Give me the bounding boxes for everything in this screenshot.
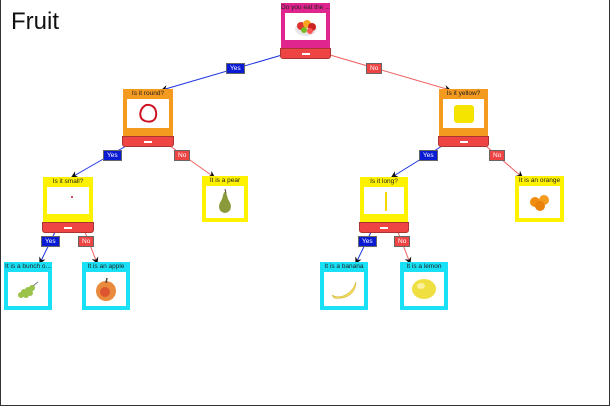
node-orange[interactable]: It is an orange xyxy=(515,176,564,222)
node-label: Is it long? xyxy=(370,178,398,185)
edge-label-no: No xyxy=(366,63,383,74)
pear-icon xyxy=(206,186,244,218)
collapse-button[interactable] xyxy=(280,48,331,59)
banana-icon xyxy=(324,272,364,306)
node-round[interactable]: Is it round? xyxy=(122,89,174,147)
yellow-line-drawing-icon xyxy=(364,187,404,214)
red-circle-drawing-icon xyxy=(127,99,169,128)
edge-label-no: No xyxy=(489,150,506,161)
edge-label-yes: Yes xyxy=(226,63,245,74)
collapse-button[interactable] xyxy=(359,222,409,233)
node-label: Do you eat the ... xyxy=(281,4,330,11)
edge-label-no: No xyxy=(394,236,411,247)
edge-label-no: No xyxy=(174,150,191,161)
collapse-button[interactable] xyxy=(122,136,174,147)
edge-label-yes: Yes xyxy=(41,236,60,247)
collapse-button[interactable] xyxy=(42,222,94,233)
node-yellow[interactable]: Is it yellow? xyxy=(438,89,489,147)
node-grapes[interactable]: It is a bunch o... xyxy=(4,262,52,310)
grapes-icon xyxy=(8,272,48,306)
edge-label-no: No xyxy=(78,236,95,247)
node-apple[interactable]: It is an apple xyxy=(82,262,130,310)
node-label: It is a lemon xyxy=(406,263,442,270)
edge-root-yellow xyxy=(329,54,452,92)
edge-label-yes: Yes xyxy=(419,150,438,161)
node-long[interactable]: Is it long? xyxy=(359,177,409,233)
edge-label-yes: Yes xyxy=(103,150,122,161)
apple-icon xyxy=(86,272,126,306)
node-small[interactable]: Is it small? xyxy=(42,177,94,233)
edge-root-round xyxy=(160,54,283,92)
node-root[interactable]: Do you eat the ... xyxy=(280,3,331,59)
small-red-dot-drawing-icon xyxy=(47,187,89,214)
node-label: It is an apple xyxy=(87,263,125,270)
node-label: It is a bunch o... xyxy=(5,263,51,270)
collapse-button[interactable] xyxy=(438,136,489,147)
node-label: It is a banana xyxy=(324,263,364,270)
edge-label-yes: Yes xyxy=(358,236,377,247)
yellow-scribble-drawing-icon xyxy=(443,99,484,128)
oranges-icon xyxy=(519,186,560,218)
diagram-title: Fruit xyxy=(11,8,59,35)
node-banana[interactable]: It is a banana xyxy=(320,262,368,310)
node-label: Is it round? xyxy=(131,90,165,97)
fruit-bowl-icon xyxy=(285,13,326,40)
node-label: Is it small? xyxy=(52,178,84,185)
node-pear[interactable]: It is a pear xyxy=(202,176,248,222)
node-label: It is an orange xyxy=(518,177,561,184)
node-label: Is it yellow? xyxy=(446,90,481,97)
node-label: It is a pear xyxy=(209,177,241,184)
lemon-icon xyxy=(404,272,444,306)
node-lemon[interactable]: It is a lemon xyxy=(400,262,448,310)
